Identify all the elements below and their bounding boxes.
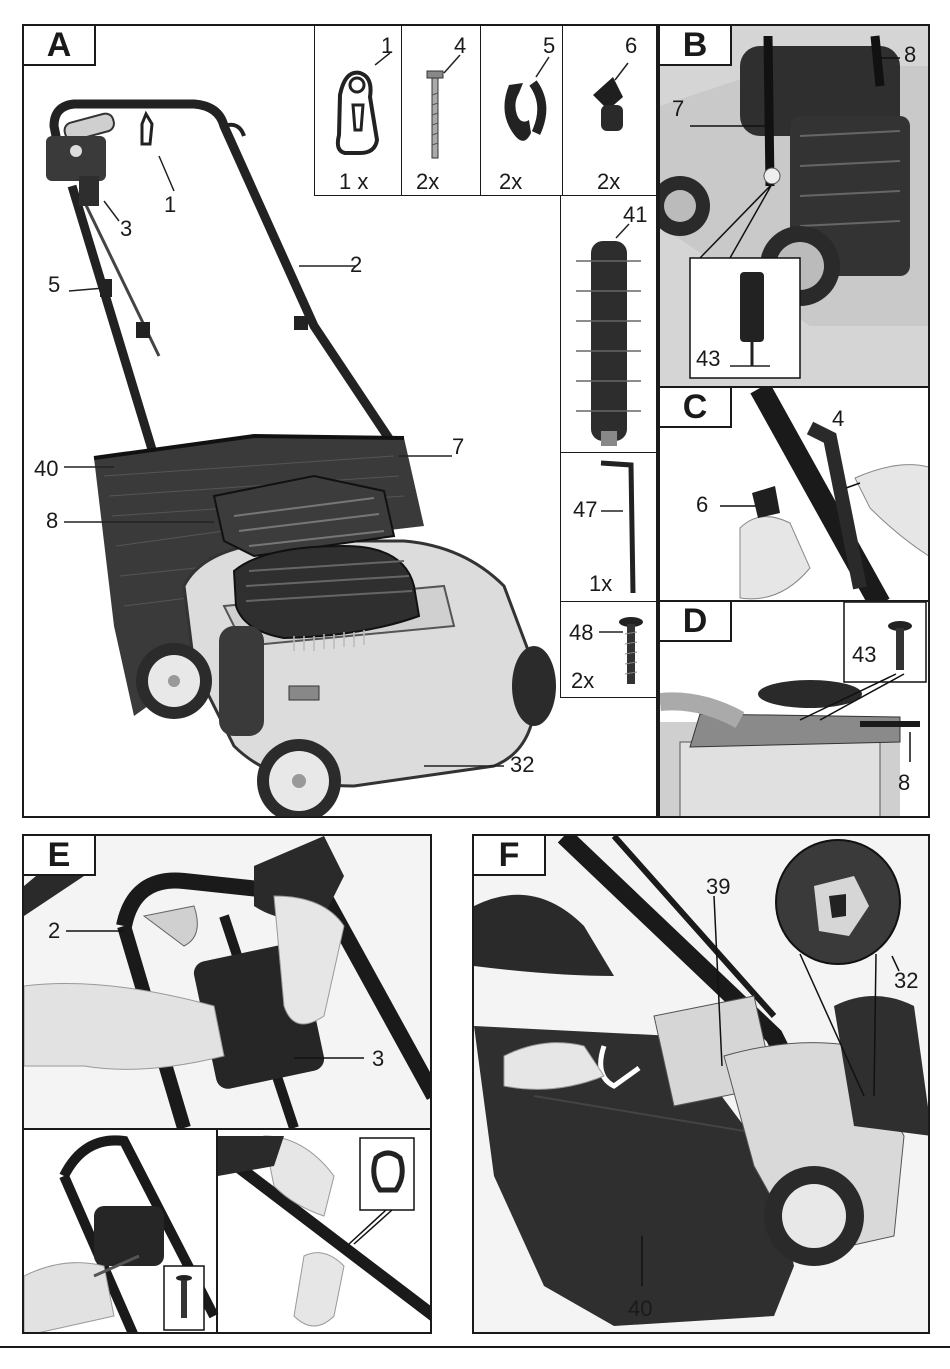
callout-5: 5 xyxy=(48,274,60,296)
panel-e-letter: E xyxy=(22,834,96,876)
callout-32: 32 xyxy=(510,754,534,776)
callout-40: 40 xyxy=(34,458,58,480)
panel-c-letter: C xyxy=(658,386,732,428)
part-cell-41: 41 xyxy=(560,195,658,453)
part-number-4: 4 xyxy=(454,35,466,57)
panel-b-letter: B xyxy=(658,24,732,66)
mounting-photo-b xyxy=(660,26,930,388)
callout-7: 7 xyxy=(672,98,684,120)
callout-39: 39 xyxy=(706,876,730,898)
part-qty-5: 2x xyxy=(499,171,522,193)
mounting-photo-e xyxy=(24,836,432,1334)
part-number-6: 6 xyxy=(625,35,637,57)
panel-a: A xyxy=(22,24,658,818)
callout-3: 3 xyxy=(372,1048,384,1070)
callout-32: 32 xyxy=(894,970,918,992)
panel-b: B 8 7 43 xyxy=(658,24,930,388)
part-cell-4: 4 2x xyxy=(401,24,481,196)
part-qty-4: 2x xyxy=(416,171,439,193)
panel-f: F 39 32 40 xyxy=(472,834,930,1334)
part-number-47: 47 xyxy=(573,499,597,521)
part-cell-5: 5 2x xyxy=(480,24,563,196)
panel-d-letter: D xyxy=(658,600,732,642)
part-qty-48: 2x xyxy=(571,670,594,692)
callout-2: 2 xyxy=(350,254,362,276)
callout-2: 2 xyxy=(48,920,60,942)
callout-4: 4 xyxy=(832,408,844,430)
part-cell-48: 48 2x xyxy=(560,601,658,698)
panel-d: D 43 8 xyxy=(658,600,930,818)
part-number-5: 5 xyxy=(543,35,555,57)
part-number-41: 41 xyxy=(623,204,647,226)
callout-8: 8 xyxy=(46,510,58,532)
callout-8: 8 xyxy=(904,44,916,66)
panel-a-letter: A xyxy=(22,24,96,66)
part-number-1: 1 xyxy=(381,35,393,57)
callout-3: 3 xyxy=(120,218,132,240)
callout-43: 43 xyxy=(696,348,720,370)
part-cell-47: 47 1x xyxy=(560,452,658,602)
part-cell-1: 1 1 x xyxy=(314,24,402,196)
callout-8: 8 xyxy=(898,772,910,794)
panel-c: C 4 6 xyxy=(658,386,930,602)
panel-e: E 2 3 xyxy=(22,834,432,1334)
callout-40: 40 xyxy=(628,1298,652,1320)
callout-43: 43 xyxy=(852,644,876,666)
callout-1: 1 xyxy=(164,194,176,216)
mounting-photo-f xyxy=(474,836,930,1334)
part-cell-6: 6 2x xyxy=(562,24,658,196)
callout-7: 7 xyxy=(452,436,464,458)
callout-6: 6 xyxy=(696,494,708,516)
part-qty-47: 1x xyxy=(589,573,612,595)
part-qty-6: 2x xyxy=(597,171,620,193)
part-number-48: 48 xyxy=(569,622,593,644)
part-qty-1: 1 x xyxy=(339,171,368,193)
bottom-rule xyxy=(0,1346,950,1348)
parts-table: 1 1 x 4 2x 5 2x 6 2x xyxy=(314,24,658,196)
panel-f-letter: F xyxy=(472,834,546,876)
